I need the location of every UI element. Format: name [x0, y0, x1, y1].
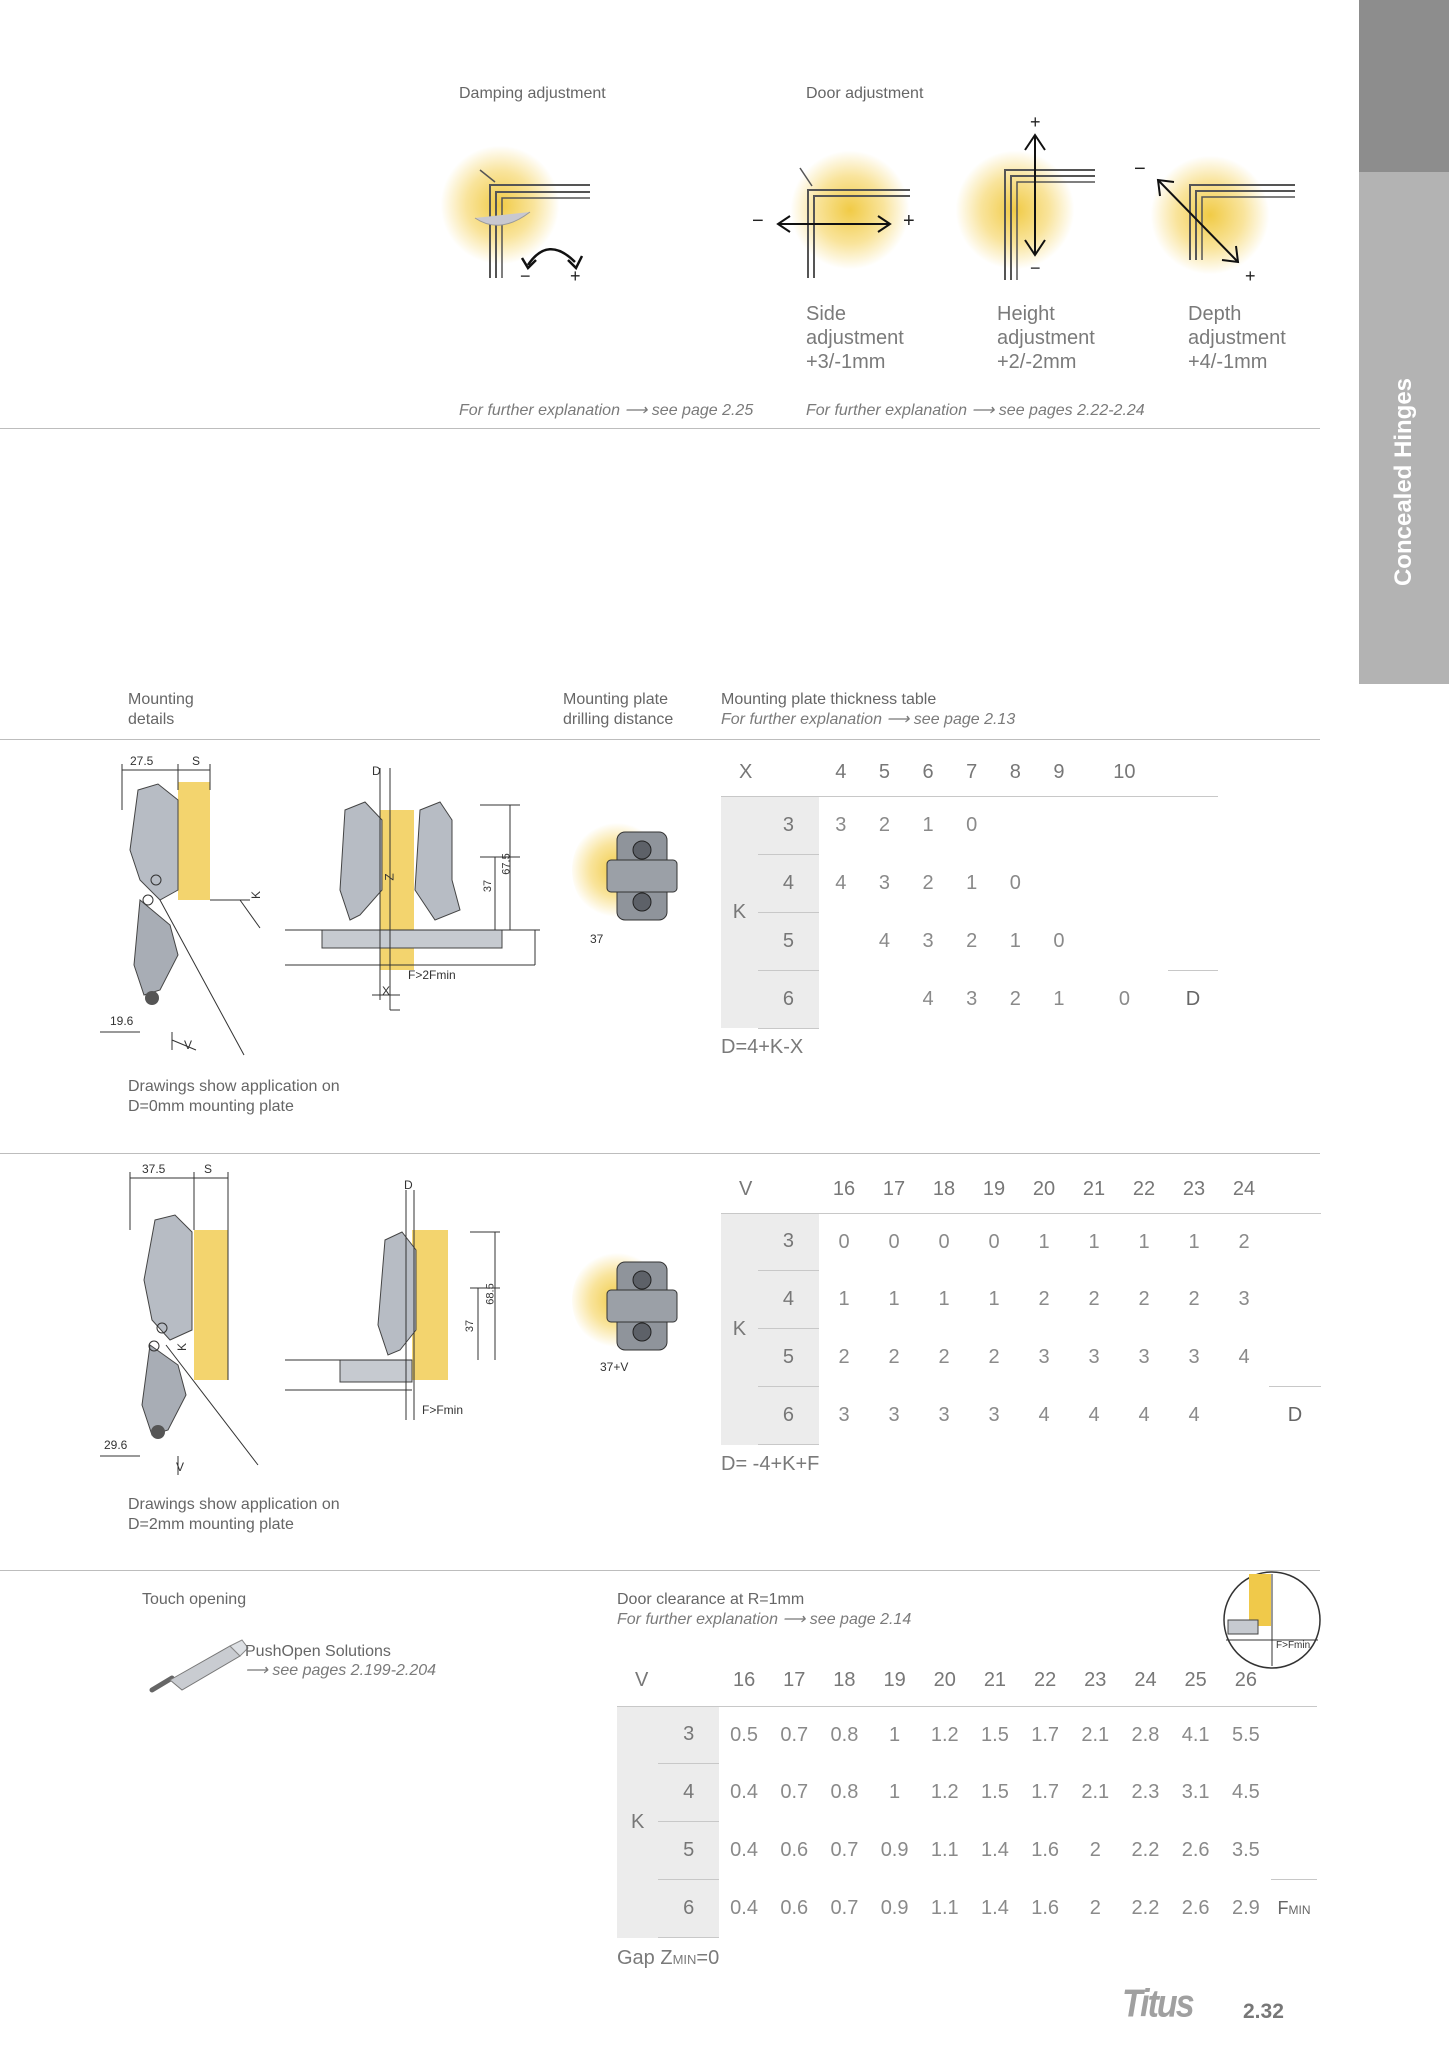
fmin-label: FMIN: [1277, 1898, 1311, 1919]
door-note: For further explanation ⟶ see pages 2.22…: [806, 402, 1145, 419]
pushopen-image: [142, 1628, 252, 1698]
d-label: D: [1185, 987, 1201, 1010]
clearance-inset: F>Fmin: [1222, 1570, 1322, 1670]
titus-logo: Titus: [1122, 1982, 1195, 2026]
damping-note: For further explanation ⟶ see page 2.25: [459, 402, 754, 419]
damping-plus: +: [570, 266, 581, 286]
x-label: X: [739, 761, 753, 784]
side-tab-top: [1359, 0, 1449, 172]
dim-68-5: 68.5: [484, 1283, 497, 1305]
divider-4: [0, 1570, 1320, 1571]
dim-19-6: 19.6: [110, 1014, 134, 1028]
page-number: 2.32: [1243, 2000, 1284, 2023]
height-plus: +: [1030, 112, 1041, 132]
dim-k-2: K: [175, 1342, 190, 1352]
depth-minus: −: [1134, 158, 1146, 180]
side-adjustment-illustration: − +: [750, 150, 920, 290]
v-label-3: V: [635, 1669, 649, 1692]
formula-1: D=4+K-X: [721, 1036, 804, 1058]
dim-s: S: [192, 754, 201, 768]
k-label-3: K: [617, 1706, 659, 1938]
dim-v: V: [184, 1038, 193, 1052]
divider-3: [0, 1153, 1320, 1154]
mounting-plate-image-1: 37: [572, 820, 692, 946]
dim-37-5: 37.5: [142, 1162, 166, 1176]
divider-2: [0, 739, 1320, 740]
k-label-2: K: [721, 1213, 758, 1445]
dim-f-2fmin: F>2Fmin: [408, 968, 456, 982]
mounting-plate-image-2: 37+V: [572, 1250, 692, 1374]
d-label-2: D: [1287, 1404, 1303, 1427]
side-plus: +: [903, 210, 915, 232]
door-title: Door adjustment: [806, 85, 924, 102]
dim-f-fmin: F>Fmin: [422, 1403, 464, 1417]
dim-d: D: [372, 764, 381, 778]
dim-k: K: [249, 890, 264, 900]
mounting-drawing-1: 27.5 S K 19.6 V D Z 37 67.5 F>2Fmin X: [100, 750, 570, 1060]
gap-zmin-note: Gap ZMIN=0: [617, 1947, 720, 1969]
dim-37: 37: [482, 879, 495, 893]
dim-67-5: 67.5: [500, 853, 513, 875]
side-tab: [1359, 172, 1449, 684]
height-adjustment-illustration: + −: [955, 110, 1105, 290]
damping-illustration: − +: [440, 140, 600, 290]
dim-plate-37-v: 37+V: [600, 1360, 629, 1374]
divider-1: [0, 428, 1320, 429]
dim-29-6: 29.6: [104, 1438, 128, 1452]
mounting-drawing-2: 37.5 S K 29.6 V D 37 68.5 F>Fmin: [100, 1160, 570, 1480]
side-tab-label: Concealed Hinges: [1390, 377, 1417, 587]
depth-plus: +: [1245, 266, 1256, 286]
touch-opening-title: Touch opening: [142, 1591, 247, 1608]
v-label: V: [739, 1178, 753, 1201]
dim-37-2: 37: [464, 1319, 477, 1333]
damping-minus: −: [520, 266, 531, 286]
formula-2: D= -4+K+F: [721, 1453, 820, 1475]
pushopen-title: PushOpen Solutions: [245, 1643, 391, 1660]
dim-s-2: S: [204, 1162, 213, 1176]
dim-z: Z: [382, 873, 397, 881]
height-minus: −: [1030, 258, 1041, 278]
k-label: K: [721, 797, 758, 1028]
side-minus: −: [752, 210, 764, 232]
pushopen-note: ⟶ see pages 2.199-2.204: [245, 1662, 437, 1679]
damping-title: Damping adjustment: [459, 85, 606, 102]
dim-x: X: [382, 984, 391, 998]
dim-d-2: D: [404, 1178, 413, 1192]
depth-adjustment-illustration: − +: [1130, 150, 1300, 290]
dim-v-2: V: [176, 1460, 185, 1474]
inset-fmin: F>Fmin: [1276, 1640, 1311, 1651]
dim-27-5: 27.5: [130, 754, 154, 768]
dim-plate-37: 37: [590, 932, 604, 946]
